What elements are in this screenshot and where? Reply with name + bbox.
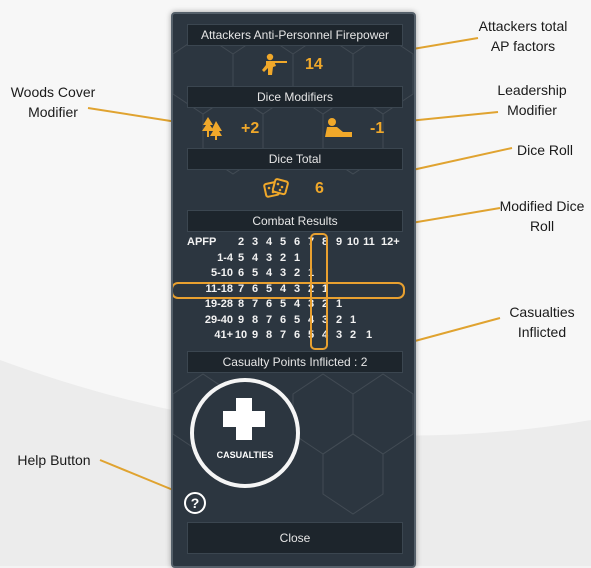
- table-cell: 2: [279, 251, 287, 264]
- table-row-label: 41+: [214, 329, 233, 341]
- table-header-cell: 12+: [381, 236, 400, 248]
- apfp-row-highlight: [173, 282, 405, 299]
- annotation-woods-cover: Woods Cover Modifier: [10, 84, 96, 120]
- table-cell: 2: [321, 298, 329, 310]
- table-row-label: 29-40: [204, 313, 233, 326]
- table-cell: 1: [365, 329, 373, 341]
- table-header-cell: 4: [265, 236, 273, 248]
- casualty-points-label: Casualty Points Inflicted : 2: [187, 351, 403, 373]
- annotation-casualties-inflicted: Casualties Inflicted: [509, 304, 575, 340]
- table-row-label: 1-4: [217, 251, 233, 264]
- table-cell: 2: [293, 267, 301, 279]
- table-cell: 4: [321, 329, 329, 341]
- table-header-cell: 11: [363, 236, 375, 248]
- table-header-cell: 10: [346, 236, 360, 248]
- table-cell: 7: [279, 329, 287, 341]
- leadership-modifier-value: -1: [370, 120, 385, 137]
- soldier-firing-icon: [261, 52, 287, 81]
- table-cell: 4: [265, 267, 273, 279]
- annotation-attackers-total: Attackers total AP factors: [478, 18, 568, 54]
- table-row-label: 5-10: [210, 267, 233, 279]
- table-cell: 6: [237, 267, 245, 279]
- table-cell: 4: [251, 251, 259, 264]
- modified-dice-roll-highlight: [310, 233, 328, 350]
- table-header-cell: 2: [237, 236, 245, 248]
- annotation-modified-dice-roll: Modified Dice Roll: [499, 198, 585, 234]
- table-cell: 1: [349, 313, 357, 326]
- table-cell: 6: [279, 313, 287, 326]
- table-cell: 1: [293, 251, 301, 264]
- table-header-label: APFP: [187, 236, 217, 248]
- table-cell: 1: [321, 282, 329, 295]
- annotation-leadership: Leadership Modifier: [497, 82, 567, 118]
- table-cell: 8: [237, 298, 245, 310]
- combat-results-header: Combat Results: [187, 210, 403, 232]
- table-header-cell: 6: [293, 236, 301, 248]
- table-cell: 5: [279, 298, 287, 310]
- table-cell: 10: [234, 329, 248, 341]
- table-cell: 5: [237, 251, 245, 264]
- table-cell: 5: [265, 282, 273, 295]
- table-cell: 3: [279, 267, 287, 279]
- table-cell: 3: [265, 251, 273, 264]
- table-cell: 8: [251, 313, 259, 326]
- table-cell: 6: [293, 329, 301, 341]
- table-cell: 6: [265, 298, 273, 310]
- table-cell: 4: [293, 298, 301, 310]
- dice-total-value: 6: [315, 180, 324, 197]
- table-cell: 7: [237, 282, 245, 295]
- woods-modifier-value: +2: [241, 120, 260, 137]
- table-cell: 3: [293, 282, 301, 295]
- combat-panel: Attackers Anti-Personnel Firepower 14 Di…: [171, 12, 416, 568]
- table-cell: 9: [237, 313, 245, 326]
- annotation-help-button: Help Button: [17, 452, 91, 468]
- table-cell: 3: [321, 313, 329, 326]
- firepower-header: Attackers Anti-Personnel Firepower: [187, 24, 403, 46]
- firepower-value: 14: [305, 56, 323, 73]
- table-header-cell: 5: [279, 236, 287, 248]
- table-cell: 7: [265, 313, 273, 326]
- table-cell: 6: [251, 282, 259, 295]
- help-button[interactable]: ?: [184, 492, 206, 514]
- casualties-button[interactable]: CASUALTIES: [190, 378, 300, 488]
- table-header-cell: 8: [321, 236, 329, 248]
- table-cell: 3: [335, 329, 343, 341]
- table-cell: 5: [251, 267, 259, 279]
- table-cell: 7: [251, 298, 259, 310]
- table-header-cell: 3: [251, 236, 259, 248]
- table-cell: 5: [293, 313, 301, 326]
- table-row-label: 11-18: [205, 282, 233, 295]
- leader-icon: [323, 116, 353, 145]
- casualties-button-label: CASUALTIES: [216, 450, 274, 460]
- dice-total-header: Dice Total: [187, 148, 403, 170]
- dice-icon: [263, 177, 289, 206]
- question-icon: ?: [190, 495, 200, 511]
- dice-modifiers-header: Dice Modifiers: [187, 86, 403, 108]
- annotation-dice-roll: Dice Roll: [516, 142, 573, 158]
- table-cell: 4: [279, 282, 287, 295]
- table-cell: 9: [251, 329, 259, 341]
- table-row-label: 19-28: [204, 298, 233, 310]
- table-cell: 2: [335, 313, 343, 326]
- close-button[interactable]: Close: [187, 522, 403, 554]
- tree-icon: [201, 116, 223, 145]
- table-header-cell: 9: [335, 236, 343, 248]
- table-cell: 2: [349, 329, 357, 341]
- table-cell: 1: [335, 298, 343, 310]
- table-cell: 8: [265, 329, 273, 341]
